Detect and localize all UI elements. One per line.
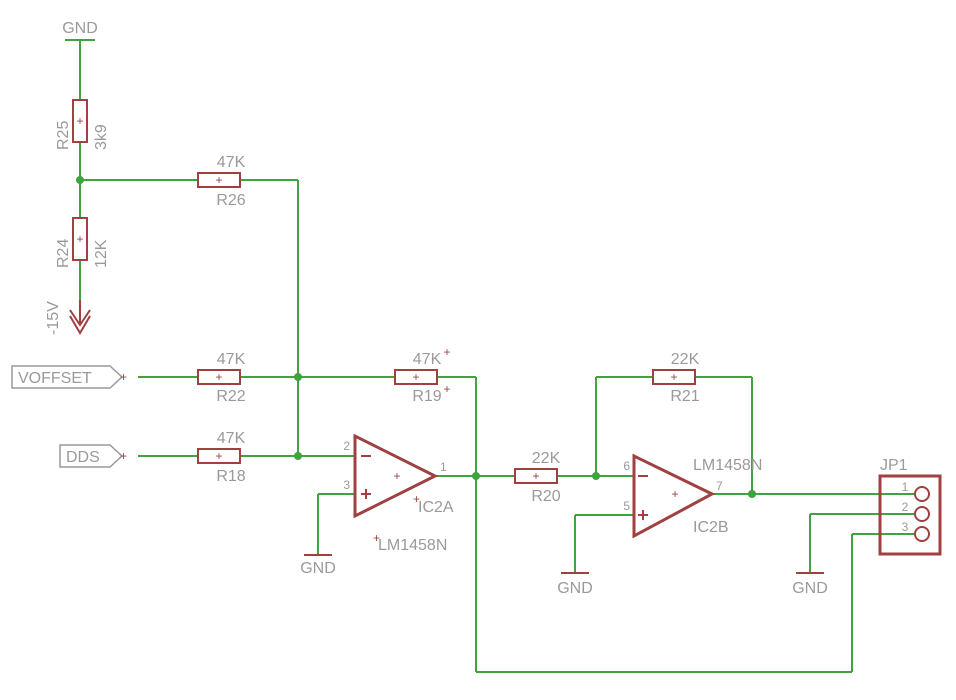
wires [79,40,916,673]
svg-text:+: + [532,469,539,483]
ground-top: GND [62,20,98,41]
port-label: VOFFSET [18,370,92,387]
ground-label: GND [62,20,98,37]
svg-text:+: + [443,382,450,396]
ic-part: LM1458N [693,457,762,474]
resistor-r25: + R25 3k9 [55,99,110,150]
connector-name: JP1 [880,457,908,474]
opamp-ic2b: + 6 5 7 LM1458N IC2B [623,453,762,539]
resistor-name: R19 [412,388,441,405]
port-voffset: VOFFSET + [11,365,127,389]
resistor-name: R21 [670,388,699,405]
port-dds: DDS + [59,444,127,468]
resistor-name: R24 [55,239,72,268]
svg-text:+: + [393,469,400,483]
svg-text:+: + [215,449,222,463]
svg-text:+: + [671,487,678,501]
svg-text:+: + [76,114,83,128]
pin-number: 3 [902,520,909,534]
port-label: DDS [66,449,100,466]
pin-number: 6 [623,459,630,473]
resistor-value: 12K [93,239,110,268]
junction-dot [294,452,302,460]
junction-dot [472,472,480,480]
supply-minus15v: -15V [45,300,91,335]
resistor-value: 3k9 [93,124,110,150]
ic-name: IC2A [418,499,454,516]
resistor-name: R22 [216,388,245,405]
ground-jp1: GND [792,572,828,597]
junction-dot [748,490,756,498]
junction-dot [76,176,84,184]
pin-number: 2 [343,439,350,453]
resistor-r22: + 47K R22 [197,351,246,405]
pin-number: 2 [902,500,909,514]
resistor-r21: + 22K R21 [652,351,700,405]
resistor-name: R25 [55,121,72,150]
ground-label: GND [557,580,593,597]
svg-text:+: + [215,173,222,187]
resistor-value: 47K [217,154,246,171]
resistor-r19: + 47K + R19 + [394,345,451,405]
svg-text:+: + [120,370,127,384]
svg-text:+: + [373,531,380,545]
pin-number: 7 [716,479,723,493]
svg-text:+: + [670,370,677,384]
resistor-value: 47K [217,351,246,368]
resistor-r26: + 47K R26 [197,154,246,209]
ground-label: GND [300,560,336,577]
ground-ic2b: GND [557,572,593,597]
resistor-r24: + R24 12K [55,217,110,268]
svg-text:+: + [412,370,419,384]
resistor-name: R18 [216,468,245,485]
svg-text:+: + [413,492,420,506]
opamp-ic2a: + 2 3 1 + IC2A + LM1458N [343,433,454,554]
pin-number: 1 [440,460,447,474]
ground-label: GND [792,580,828,597]
ic-name: IC2B [693,519,729,536]
resistor-r18: + 47K R18 [197,430,246,485]
junction-dot [294,373,302,381]
resistor-name: R26 [216,192,245,209]
resistor-value: 47K [217,430,246,447]
svg-text:+: + [120,449,127,463]
svg-text:+: + [76,232,83,246]
ic-part: LM1458N [378,537,447,554]
resistor-value: 22K [671,351,700,368]
junction-dot [592,472,600,480]
resistor-name: R20 [531,488,560,505]
resistor-value: 22K [532,450,561,467]
supply-label: -15V [45,301,62,335]
resistor-r20: + 22K R20 [514,450,561,505]
svg-text:+: + [215,370,222,384]
pin-number: 3 [343,478,350,492]
svg-text:+: + [443,345,450,359]
junctions [76,176,756,498]
connector-jp1: 1 2 3 JP1 [878,457,942,556]
pin-number: 1 [902,480,909,494]
resistor-value: 47K [413,351,442,368]
ground-ic2a: GND [300,554,336,577]
pin-number: 5 [623,499,630,513]
